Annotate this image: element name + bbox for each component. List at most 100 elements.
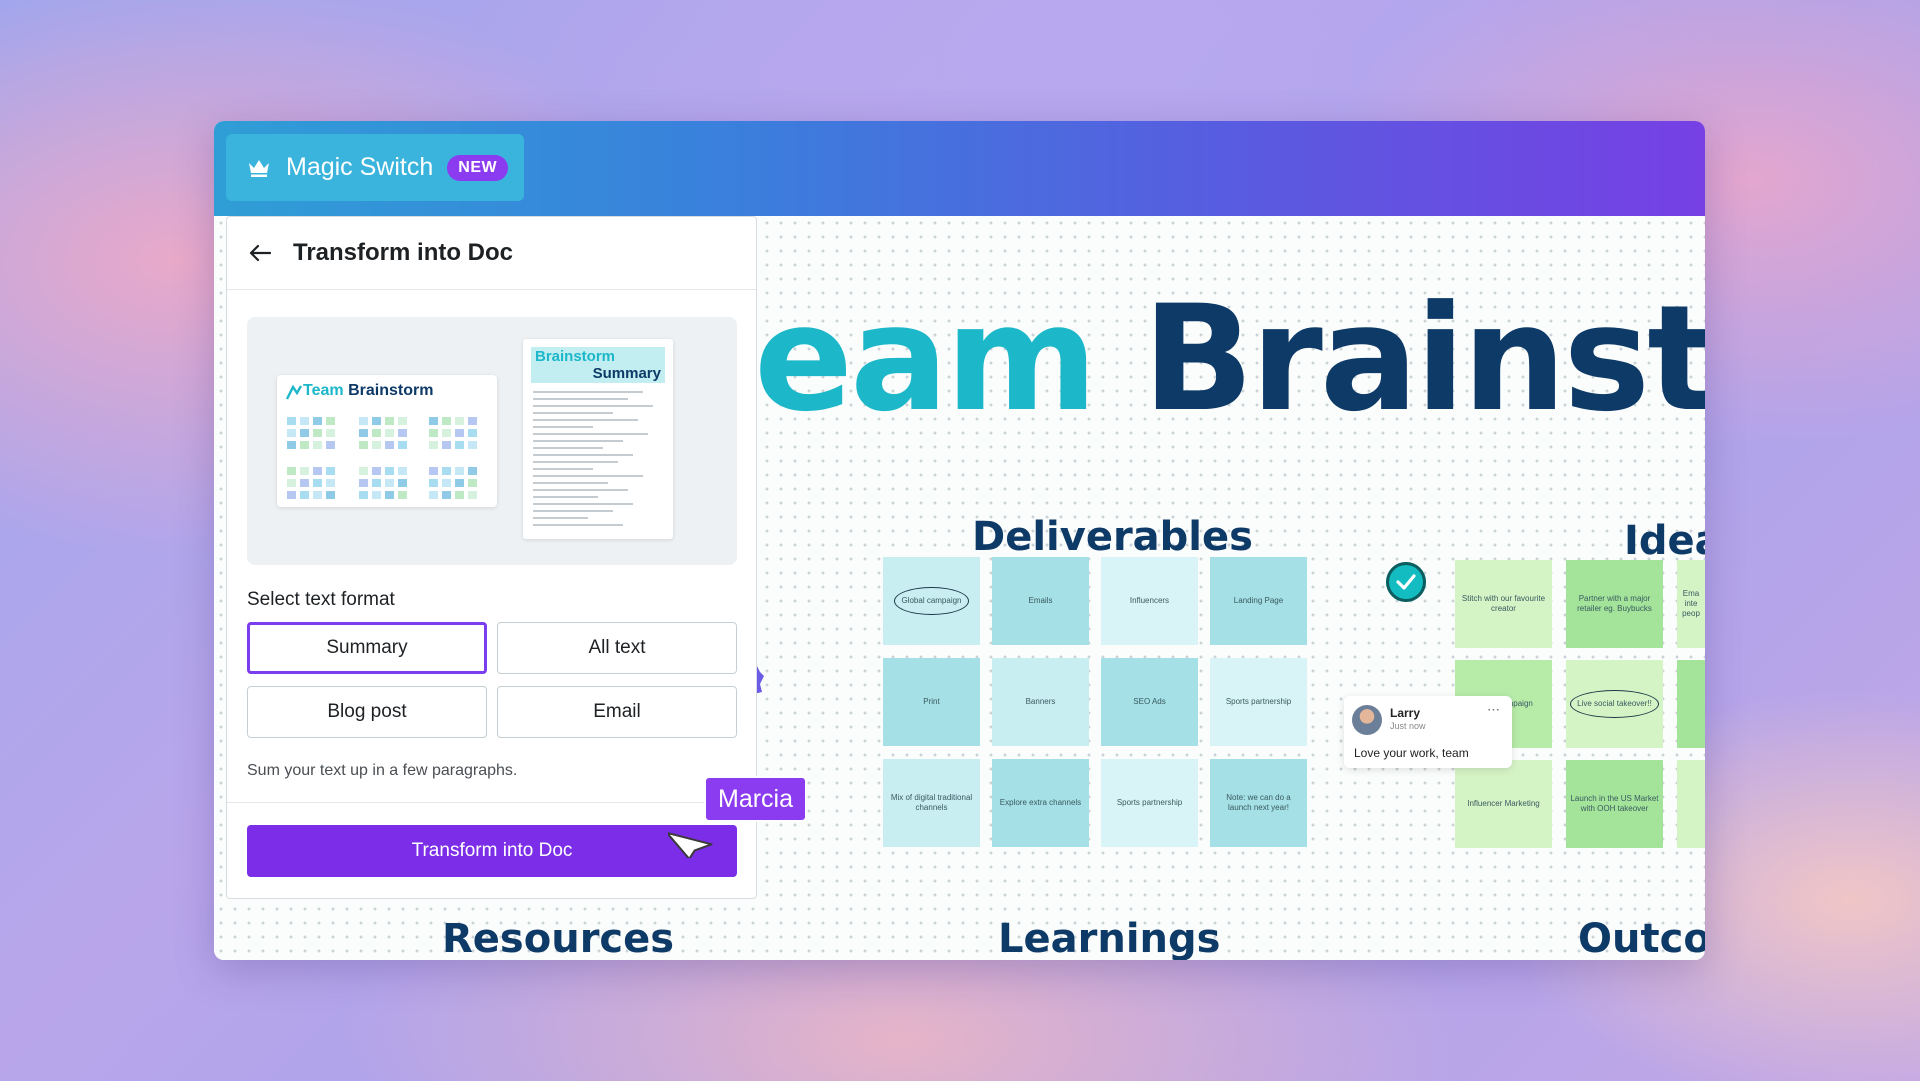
sticky-note[interactable]: Sports partnership: [1101, 759, 1198, 847]
mini-sticky-note: [468, 479, 477, 487]
format-blog-post-button[interactable]: Blog post: [247, 686, 487, 738]
mini-sticky-note: [313, 491, 322, 499]
mini-sticky-note: [442, 441, 451, 449]
mini-sticky-note: [429, 491, 438, 499]
mini-sticky-note: [398, 429, 407, 437]
sticky-note[interactable]: SEO Ads: [1101, 658, 1198, 746]
mini-sticky-note: [442, 491, 451, 499]
mini-sticky-note: [313, 441, 322, 449]
sticky-note-text: Influencer Marketing: [1467, 799, 1540, 808]
section-ideas: Idea: [1624, 518, 1705, 564]
mini-sticky-note: [300, 441, 309, 449]
mini-sticky-note: [313, 417, 322, 425]
sticky-note-text: Landing Page: [1233, 596, 1284, 605]
mini-sticky-note: [455, 479, 464, 487]
doc-thumbnail-title-1: Brainstorm: [535, 348, 616, 365]
section-deliverables: Deliverables: [972, 514, 1253, 560]
doc-text-line: [533, 510, 613, 512]
sticky-note-text: Print: [923, 697, 940, 706]
sticky-note[interactable]: [1677, 760, 1705, 848]
format-all-text-button[interactable]: All text: [497, 622, 737, 674]
mini-sticky-note: [313, 467, 322, 475]
mini-sticky-note: [300, 479, 309, 487]
mini-sticky-note: [385, 441, 394, 449]
sticky-note-text: Banners: [1025, 697, 1056, 706]
mini-sticky-note: [372, 417, 381, 425]
mini-sticky-note: [398, 491, 407, 499]
new-badge: NEW: [447, 154, 509, 181]
mini-sticky-note: [455, 467, 464, 475]
sticky-note[interactable]: Launch in the US Market with OOH takeove…: [1566, 760, 1663, 848]
mini-sticky-note: [468, 417, 477, 425]
crown-icon: [248, 158, 270, 178]
more-options-icon[interactable]: ⋯: [1487, 702, 1500, 717]
sticky-note[interactable]: Stitch with our favourite creator: [1455, 560, 1552, 648]
doc-text-line: [533, 447, 603, 449]
doc-text-line: [533, 482, 608, 484]
sticky-note[interactable]: Print: [883, 658, 980, 746]
sticky-note[interactable]: Live social takeover!!: [1566, 660, 1663, 748]
board-title-part2: Brainstorr: [1142, 274, 1705, 444]
sticky-note[interactable]: Note: we can do a launch next year!: [1210, 759, 1307, 847]
sticky-note[interactable]: Landing Page: [1210, 557, 1307, 645]
mini-sticky-note: [372, 429, 381, 437]
sticky-note[interactable]: Sports partnership: [1210, 658, 1307, 746]
approved-check-icon: [1386, 562, 1426, 602]
panel-header: Transform into Doc: [227, 217, 756, 290]
mini-sticky-note: [326, 429, 335, 437]
sticky-note-text: Global campaign: [894, 587, 969, 615]
sticky-note[interactable]: Global campaign: [883, 557, 980, 645]
top-bar: Magic Switch NEW: [214, 121, 1705, 216]
board-title: eam Brainstorr: [754, 286, 1705, 432]
mini-sticky-note: [372, 491, 381, 499]
magic-switch-button[interactable]: Magic Switch NEW: [226, 134, 524, 201]
board-logo-icon: [285, 383, 303, 406]
sticky-note[interactable]: Explore extra channels: [992, 759, 1089, 847]
mini-sticky-note: [300, 429, 309, 437]
mini-sticky-note: [300, 467, 309, 475]
mini-sticky-note: [455, 441, 464, 449]
doc-text-line: [533, 412, 613, 414]
mini-sticky-note: [359, 417, 368, 425]
mini-sticky-note: [287, 417, 296, 425]
doc-text-line: [533, 391, 643, 393]
sticky-note[interactable]: Influencers: [1101, 557, 1198, 645]
whiteboard-canvas[interactable]: eam Brainstorr Deliverables Idea Resourc…: [214, 216, 1705, 960]
format-email-button[interactable]: Email: [497, 686, 737, 738]
board-thumbnail-title-b: Brainstorm: [348, 382, 434, 399]
sticky-note[interactable]: Emails: [992, 557, 1089, 645]
mini-sticky-note: [326, 467, 335, 475]
transform-into-doc-button[interactable]: Transform into Doc: [247, 825, 737, 877]
comment-card[interactable]: Larry Just now ⋯ Love your work, team: [1344, 696, 1512, 768]
doc-text-line: [533, 503, 633, 505]
doc-text-line: [533, 489, 628, 491]
doc-text-line: [533, 440, 623, 442]
sticky-note[interactable]: Banners: [992, 658, 1089, 746]
back-arrow-icon[interactable]: [249, 244, 271, 262]
panel-title: Transform into Doc: [293, 239, 514, 266]
mini-sticky-note: [287, 467, 296, 475]
sticky-note-text: Emails: [1028, 596, 1053, 605]
mini-sticky-note: [372, 467, 381, 475]
sticky-note[interactable]: Partner with a major retailer eg. Buybuc…: [1566, 560, 1663, 648]
sticky-note-text: Partner with a major retailer eg. Buybuc…: [1577, 594, 1652, 613]
mini-sticky-note: [398, 479, 407, 487]
sticky-note[interactable]: [1677, 660, 1705, 748]
mini-sticky-note: [326, 479, 335, 487]
mini-sticky-note: [359, 467, 368, 475]
format-summary-button[interactable]: Summary: [247, 622, 487, 674]
mini-sticky-note: [442, 429, 451, 437]
sticky-note-text: Live social takeover!!: [1570, 690, 1659, 718]
sticky-note[interactable]: Influencer Marketing: [1455, 760, 1552, 848]
doc-thumbnail-title-2: Summary: [592, 365, 661, 382]
divider: [227, 802, 756, 803]
doc-text-line: [533, 426, 593, 428]
doc-text-line: [533, 419, 638, 421]
format-label: Select text format: [247, 589, 395, 610]
sticky-note[interactable]: Mix of digital traditional channels: [883, 759, 980, 847]
doc-text-line: [533, 496, 598, 498]
sticky-note-text: Stitch with our favourite creator: [1461, 594, 1546, 613]
sticky-note[interactable]: Ema inte peop: [1677, 560, 1705, 648]
doc-text-line: [533, 468, 593, 470]
mini-sticky-note: [287, 479, 296, 487]
